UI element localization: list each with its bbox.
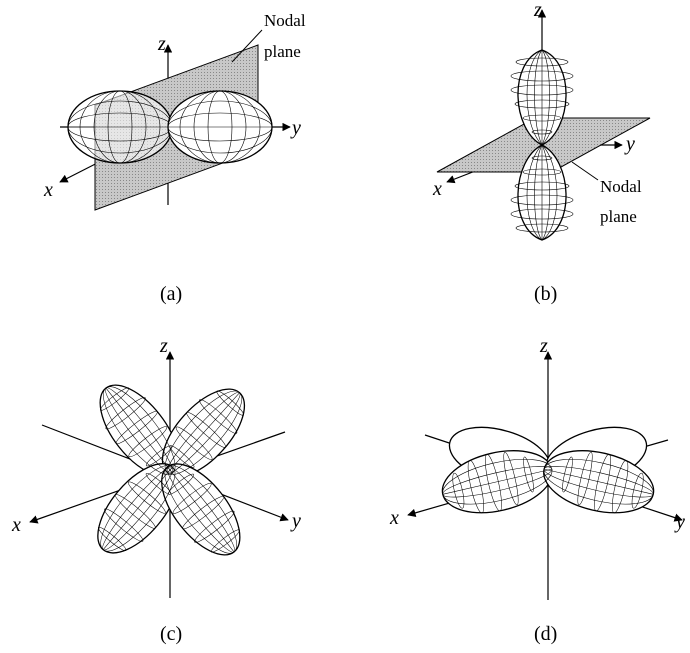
panel-c-mesh: [97, 386, 245, 554]
panel-b-x-label: x: [432, 178, 442, 200]
panel-b-y-label: y: [624, 133, 635, 155]
panel-a-y-label: y: [290, 117, 301, 139]
panel-d-x-label: x: [389, 507, 399, 529]
panel-b-caption: (b): [534, 283, 557, 305]
panel-a-annotation-line1: Nodal: [264, 11, 306, 30]
panel-c-y-label: y: [290, 510, 301, 532]
panel-b-annotation-line2: plane: [600, 207, 637, 226]
panel-a-z-label: z: [157, 33, 166, 55]
panel-d-y-label: y: [674, 511, 685, 533]
panel-b: z y x Nodal plane (b): [432, 0, 651, 305]
panel-b-nodal-plane: [436, 117, 651, 173]
panel-c-z-label: z: [159, 335, 168, 357]
panel-c: z y x (c): [11, 335, 301, 645]
panel-b-lobe-upper: [510, 49, 574, 146]
panel-a-annotation-leader: [231, 29, 263, 63]
panel-d-mesh: [442, 451, 654, 514]
panel-b-annotation-line1: Nodal: [600, 177, 642, 196]
panel-b-annotation-leader: [571, 161, 599, 181]
panel-a-lobe-right: [167, 90, 273, 164]
panel-a: z y x Nodal plane (a): [43, 11, 306, 305]
panel-c-caption: (c): [160, 623, 182, 645]
panel-b-z-label: z: [533, 0, 542, 21]
panel-a-caption: (a): [160, 283, 182, 305]
panel-d: z y x (d): [389, 335, 685, 645]
panel-c-x-label: x: [11, 514, 21, 536]
panel-d-caption: (d): [534, 623, 557, 645]
panel-a-x-label: x: [43, 179, 53, 201]
panel-a-lobe-left: [67, 90, 173, 164]
panel-d-z-label: z: [539, 335, 548, 357]
panel-b-lobe-lower: [510, 144, 574, 241]
panel-a-annotation-line2: plane: [264, 42, 301, 61]
